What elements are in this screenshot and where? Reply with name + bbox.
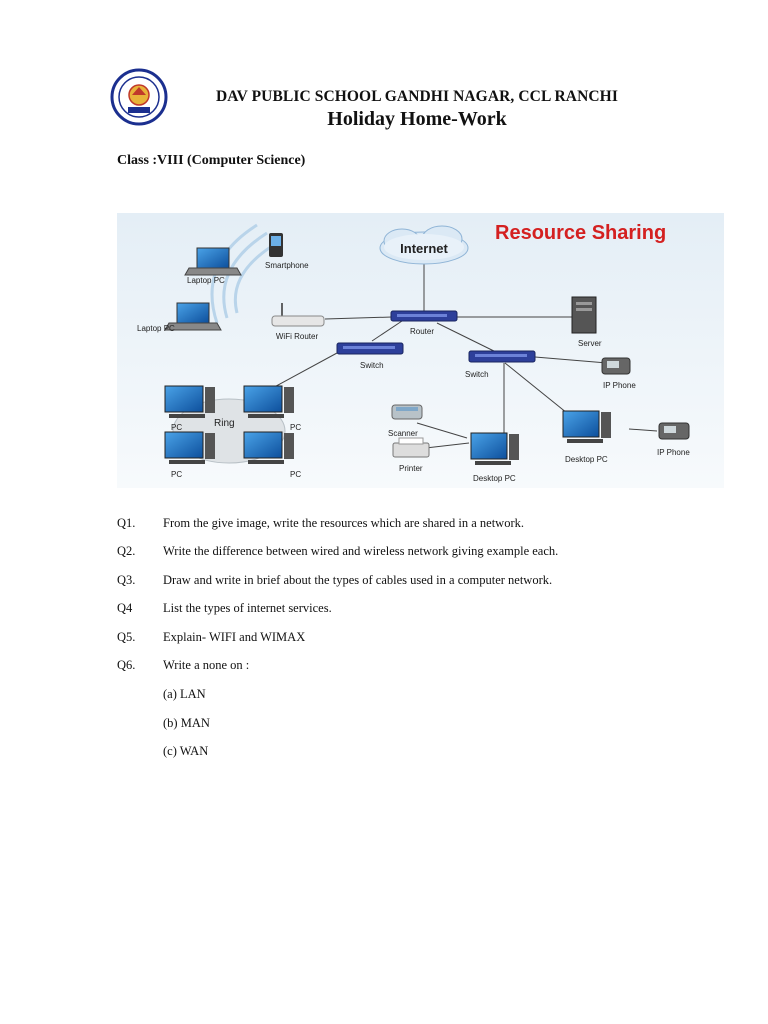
diagram-heading: Resource Sharing bbox=[495, 222, 666, 244]
wifi-router-icon bbox=[271, 303, 325, 327]
internet-cloud-icon bbox=[379, 225, 469, 265]
question-number: Q3. bbox=[117, 573, 136, 587]
router-label: Router bbox=[410, 327, 434, 336]
question-number: Q1. bbox=[117, 516, 136, 530]
question-text: List the types of internet services. bbox=[163, 601, 332, 615]
pc-icon bbox=[243, 385, 294, 418]
server-label: Server bbox=[578, 339, 602, 348]
school-name: DAV PUBLIC SCHOOL GANDHI NAGAR, CCL RANC… bbox=[216, 88, 618, 105]
question-number: Q5. bbox=[117, 630, 136, 644]
scanner-label: Scanner bbox=[388, 429, 418, 438]
laptop-label-1: Laptop PC bbox=[187, 276, 225, 285]
printer-icon bbox=[392, 437, 430, 458]
scanner-icon bbox=[391, 404, 423, 420]
class-line: Class :VIII (Computer Science) bbox=[117, 153, 306, 168]
desktop-pc-label-2: Desktop PC bbox=[565, 455, 608, 464]
subitem-man: (b) MAN bbox=[163, 716, 210, 730]
ip-phone-label-2: IP Phone bbox=[657, 448, 690, 457]
question-text: Write the difference between wired and w… bbox=[163, 544, 559, 558]
ip-phone-icon bbox=[601, 357, 631, 375]
pc-icon bbox=[164, 385, 215, 418]
question-number: Q6. bbox=[117, 658, 136, 672]
question-text: Draw and write in brief about the types … bbox=[163, 573, 553, 587]
desktop-pc-label-1: Desktop PC bbox=[473, 474, 516, 483]
router-icon bbox=[390, 310, 458, 322]
laptop-icon bbox=[184, 247, 242, 276]
ip-phone-label-1: IP Phone bbox=[603, 381, 636, 390]
switch-label-1: Switch bbox=[360, 361, 384, 370]
ip-phone-icon bbox=[658, 422, 690, 440]
switch-label-2: Switch bbox=[465, 370, 489, 379]
switch-icon bbox=[468, 350, 536, 363]
subitem-wan: (c) WAN bbox=[163, 744, 209, 758]
printer-label: Printer bbox=[399, 464, 423, 473]
pc-icon bbox=[164, 431, 215, 464]
internet-label: Internet bbox=[400, 241, 448, 256]
laptop-icon bbox=[164, 302, 222, 331]
desktop-pc-icon bbox=[470, 432, 519, 465]
server-icon bbox=[571, 296, 597, 334]
question-number: Q2. bbox=[117, 544, 136, 558]
pc-label-4: PC bbox=[290, 470, 301, 479]
school-crest-icon bbox=[110, 68, 168, 126]
pc-label-2: PC bbox=[290, 423, 301, 432]
network-links bbox=[266, 263, 658, 450]
smartphone-icon bbox=[269, 233, 283, 257]
ring-label: Ring bbox=[214, 418, 235, 429]
question-text: Explain- WIFI and WIMAX bbox=[163, 630, 306, 644]
smartphone-label: Smartphone bbox=[265, 261, 309, 270]
resource-sharing-diagram: Internet Resource Sharing Router WiFi Ro… bbox=[117, 213, 724, 488]
pc-label-1: PC bbox=[171, 423, 182, 432]
question-number: Q4 bbox=[117, 601, 133, 615]
question-text: Write a none on : bbox=[163, 658, 250, 672]
pc-icon bbox=[243, 431, 294, 464]
question-text: From the give image, write the resources… bbox=[163, 516, 524, 530]
desktop-pc-icon bbox=[562, 410, 611, 443]
wifi-router-label: WiFi Router bbox=[276, 332, 319, 341]
laptop-label-2: Laptop PC bbox=[137, 324, 175, 333]
subitem-lan: (a) LAN bbox=[163, 687, 206, 701]
switch-icon bbox=[336, 342, 404, 355]
pc-label-3: PC bbox=[171, 470, 182, 479]
page-title: Holiday Home-Work bbox=[327, 108, 507, 130]
